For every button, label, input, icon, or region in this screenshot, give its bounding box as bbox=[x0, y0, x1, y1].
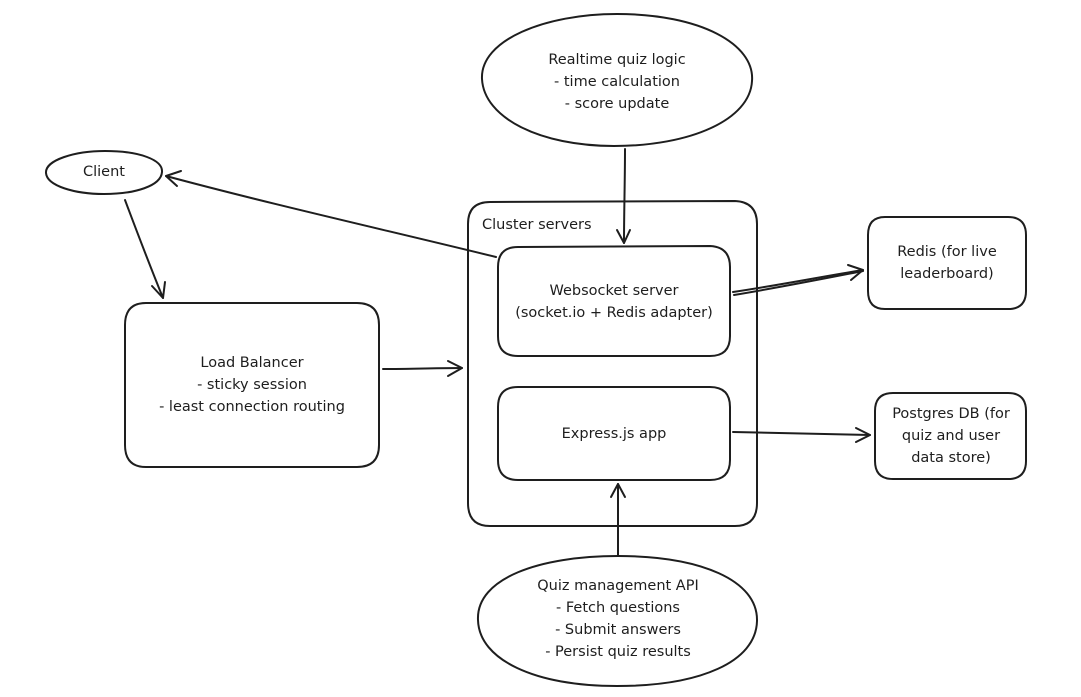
express-app-line-1: Express.js app bbox=[561, 426, 667, 442]
quiz-management-api-line-3: - Submit answers bbox=[555, 622, 681, 638]
express-app-box[interactable] bbox=[497, 386, 731, 481]
postgres-line-1: Postgres DB (for bbox=[892, 406, 1010, 422]
postgres-line-3: data store) bbox=[911, 450, 991, 466]
websocket-server-line-1: Websocket server bbox=[549, 283, 679, 299]
arrow-load-balancer-to-cluster bbox=[382, 367, 463, 370]
postgres-box[interactable] bbox=[874, 392, 1027, 480]
arrow-websocket-to-redis bbox=[732, 269, 864, 293]
cluster-servers-line-1: Cluster servers bbox=[482, 217, 592, 233]
cluster-servers-label: Cluster servers bbox=[482, 214, 622, 236]
arrow-head-load-balancer bbox=[151, 281, 166, 299]
quiz-management-api-line-1: Quiz management API bbox=[537, 578, 699, 594]
quiz-management-api-label: Quiz management API - Fetch questions - … bbox=[508, 575, 728, 663]
arrow-head-websocket bbox=[616, 229, 631, 244]
arrow-head-redis bbox=[847, 264, 864, 281]
postgres-label: Postgres DB (for quiz and user data stor… bbox=[870, 403, 1032, 469]
quiz-management-api-line-4: - Persist quiz results bbox=[545, 644, 691, 660]
cluster-servers-container[interactable] bbox=[467, 200, 758, 527]
realtime-quiz-logic-line-1: Realtime quiz logic bbox=[548, 52, 686, 68]
websocket-server-label: Websocket server (socket.io + Redis adap… bbox=[499, 280, 729, 324]
load-balancer-line-3: - least connection routing bbox=[159, 399, 345, 415]
postgres-line-2: quiz and user bbox=[901, 428, 1001, 444]
quiz-management-api-ellipse[interactable] bbox=[476, 555, 759, 687]
arrow-express-to-postgres bbox=[732, 431, 871, 436]
load-balancer-line-1: Load Balancer bbox=[200, 355, 304, 371]
client-line-1: Client bbox=[83, 164, 125, 180]
redis-line-1: Redis (for live bbox=[897, 244, 997, 260]
client-ellipse[interactable] bbox=[44, 150, 163, 195]
arrow-head-postgres bbox=[855, 427, 871, 443]
express-app-label: Express.js app bbox=[499, 423, 729, 445]
realtime-quiz-logic-label: Realtime quiz logic - time calculation -… bbox=[517, 49, 717, 115]
client-label: Client bbox=[64, 161, 144, 183]
websocket-server-line-2: (socket.io + Redis adapter) bbox=[515, 305, 713, 321]
load-balancer-label: Load Balancer - sticky session - least c… bbox=[126, 352, 378, 418]
arrow-realtime-to-websocket bbox=[623, 148, 626, 244]
load-balancer-box[interactable] bbox=[124, 302, 380, 468]
arrow-client-to-load-balancer bbox=[124, 199, 164, 299]
realtime-quiz-logic-line-2: - time calculation bbox=[554, 74, 680, 90]
load-balancer-line-2: - sticky session bbox=[197, 377, 307, 393]
arrow-websocket-to-client bbox=[165, 175, 497, 258]
arrow-head-express bbox=[610, 483, 626, 498]
arrow-head-client bbox=[165, 170, 182, 187]
realtime-quiz-logic-line-3: - score update bbox=[564, 96, 670, 112]
redis-line-2: leaderboard) bbox=[900, 266, 994, 282]
arrow-head-cluster bbox=[447, 360, 463, 377]
websocket-server-box[interactable] bbox=[497, 245, 731, 357]
redis-label: Redis (for live leaderboard) bbox=[869, 241, 1025, 285]
arrow-websocket-to-redis-stroke2 bbox=[733, 270, 864, 296]
quiz-management-api-line-2: - Fetch questions bbox=[556, 600, 680, 616]
realtime-quiz-logic-ellipse[interactable] bbox=[480, 13, 754, 147]
redis-box[interactable] bbox=[867, 216, 1027, 310]
